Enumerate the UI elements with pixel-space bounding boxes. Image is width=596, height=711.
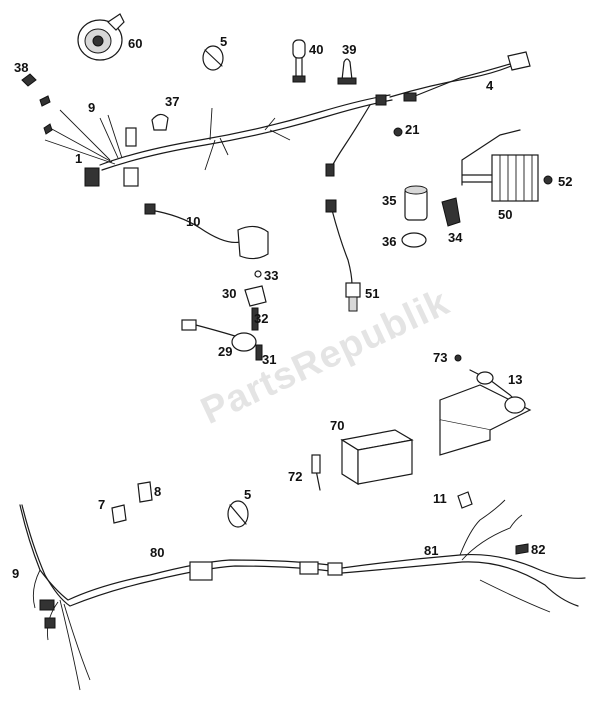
label-52: 52: [558, 174, 572, 189]
label-33: 33: [264, 268, 278, 283]
label-5-bottom: 5: [244, 487, 251, 502]
part-labels: 60 5 40 39 38 37 9 1 4 21 52 50 35 34 36…: [12, 34, 572, 581]
label-9-top: 9: [88, 100, 95, 115]
label-81: 81: [424, 543, 438, 558]
plate-part: [137, 481, 153, 503]
screw-part: [393, 127, 403, 137]
label-39: 39: [342, 42, 356, 57]
label-13: 13: [508, 372, 522, 387]
label-31: 31: [262, 352, 276, 367]
battery-part: [340, 429, 414, 486]
fuse-holder-part: [311, 454, 321, 491]
label-1: 1: [75, 151, 82, 166]
bracket-part: [244, 285, 267, 307]
clip-part: [441, 197, 461, 227]
washer-part: [254, 270, 262, 278]
fuse-part: [404, 185, 428, 221]
label-40: 40: [309, 42, 323, 57]
ring-part: [401, 232, 427, 248]
label-35: 35: [382, 193, 396, 208]
label-72: 72: [288, 469, 302, 484]
label-37: 37: [165, 94, 179, 109]
label-9-bottom: 9: [12, 566, 19, 581]
label-8: 8: [154, 484, 161, 499]
watermark-text: PartsRepublik: [195, 281, 456, 433]
label-32: 32: [254, 311, 268, 326]
connector-part: [337, 58, 357, 85]
kill-switch-part: [181, 319, 263, 361]
label-4: 4: [486, 78, 494, 93]
wire-end-part: [21, 73, 37, 87]
bulb-part: [292, 39, 306, 83]
relay-part: [111, 504, 127, 524]
main-harness: [39, 61, 521, 187]
mounting-bracket-part: [439, 369, 532, 456]
label-60: 60: [128, 36, 142, 51]
label-34: 34: [448, 230, 463, 245]
cable-tie-lower-part: [227, 500, 249, 528]
terminal-part: [515, 543, 529, 555]
label-11: 11: [433, 491, 447, 506]
grommet-part: [457, 491, 473, 509]
watermark: PartsRepublik: [195, 281, 456, 433]
label-30: 30: [222, 286, 236, 301]
lower-harness: [19, 499, 586, 691]
label-5-top: 5: [220, 34, 227, 49]
plug-connector-part: [403, 51, 531, 102]
sensor-part: [325, 199, 361, 312]
label-38: 38: [14, 60, 28, 75]
bracket-screw-part: [454, 354, 462, 362]
label-29: 29: [218, 344, 232, 359]
label-21: 21: [405, 122, 419, 137]
label-51: 51: [365, 286, 379, 301]
regulator-part: [461, 129, 553, 202]
switch-part: [144, 203, 269, 260]
horn-part: [77, 13, 125, 61]
label-82: 82: [531, 542, 545, 557]
clamp-part: [151, 113, 169, 131]
label-36: 36: [382, 234, 396, 249]
cable-tie-part: [202, 45, 224, 71]
label-50: 50: [498, 207, 512, 222]
label-7: 7: [98, 497, 105, 512]
label-80: 80: [150, 545, 164, 560]
label-70: 70: [330, 418, 344, 433]
label-73: 73: [433, 350, 447, 365]
bolt-part: [251, 307, 259, 331]
label-10: 10: [186, 214, 200, 229]
